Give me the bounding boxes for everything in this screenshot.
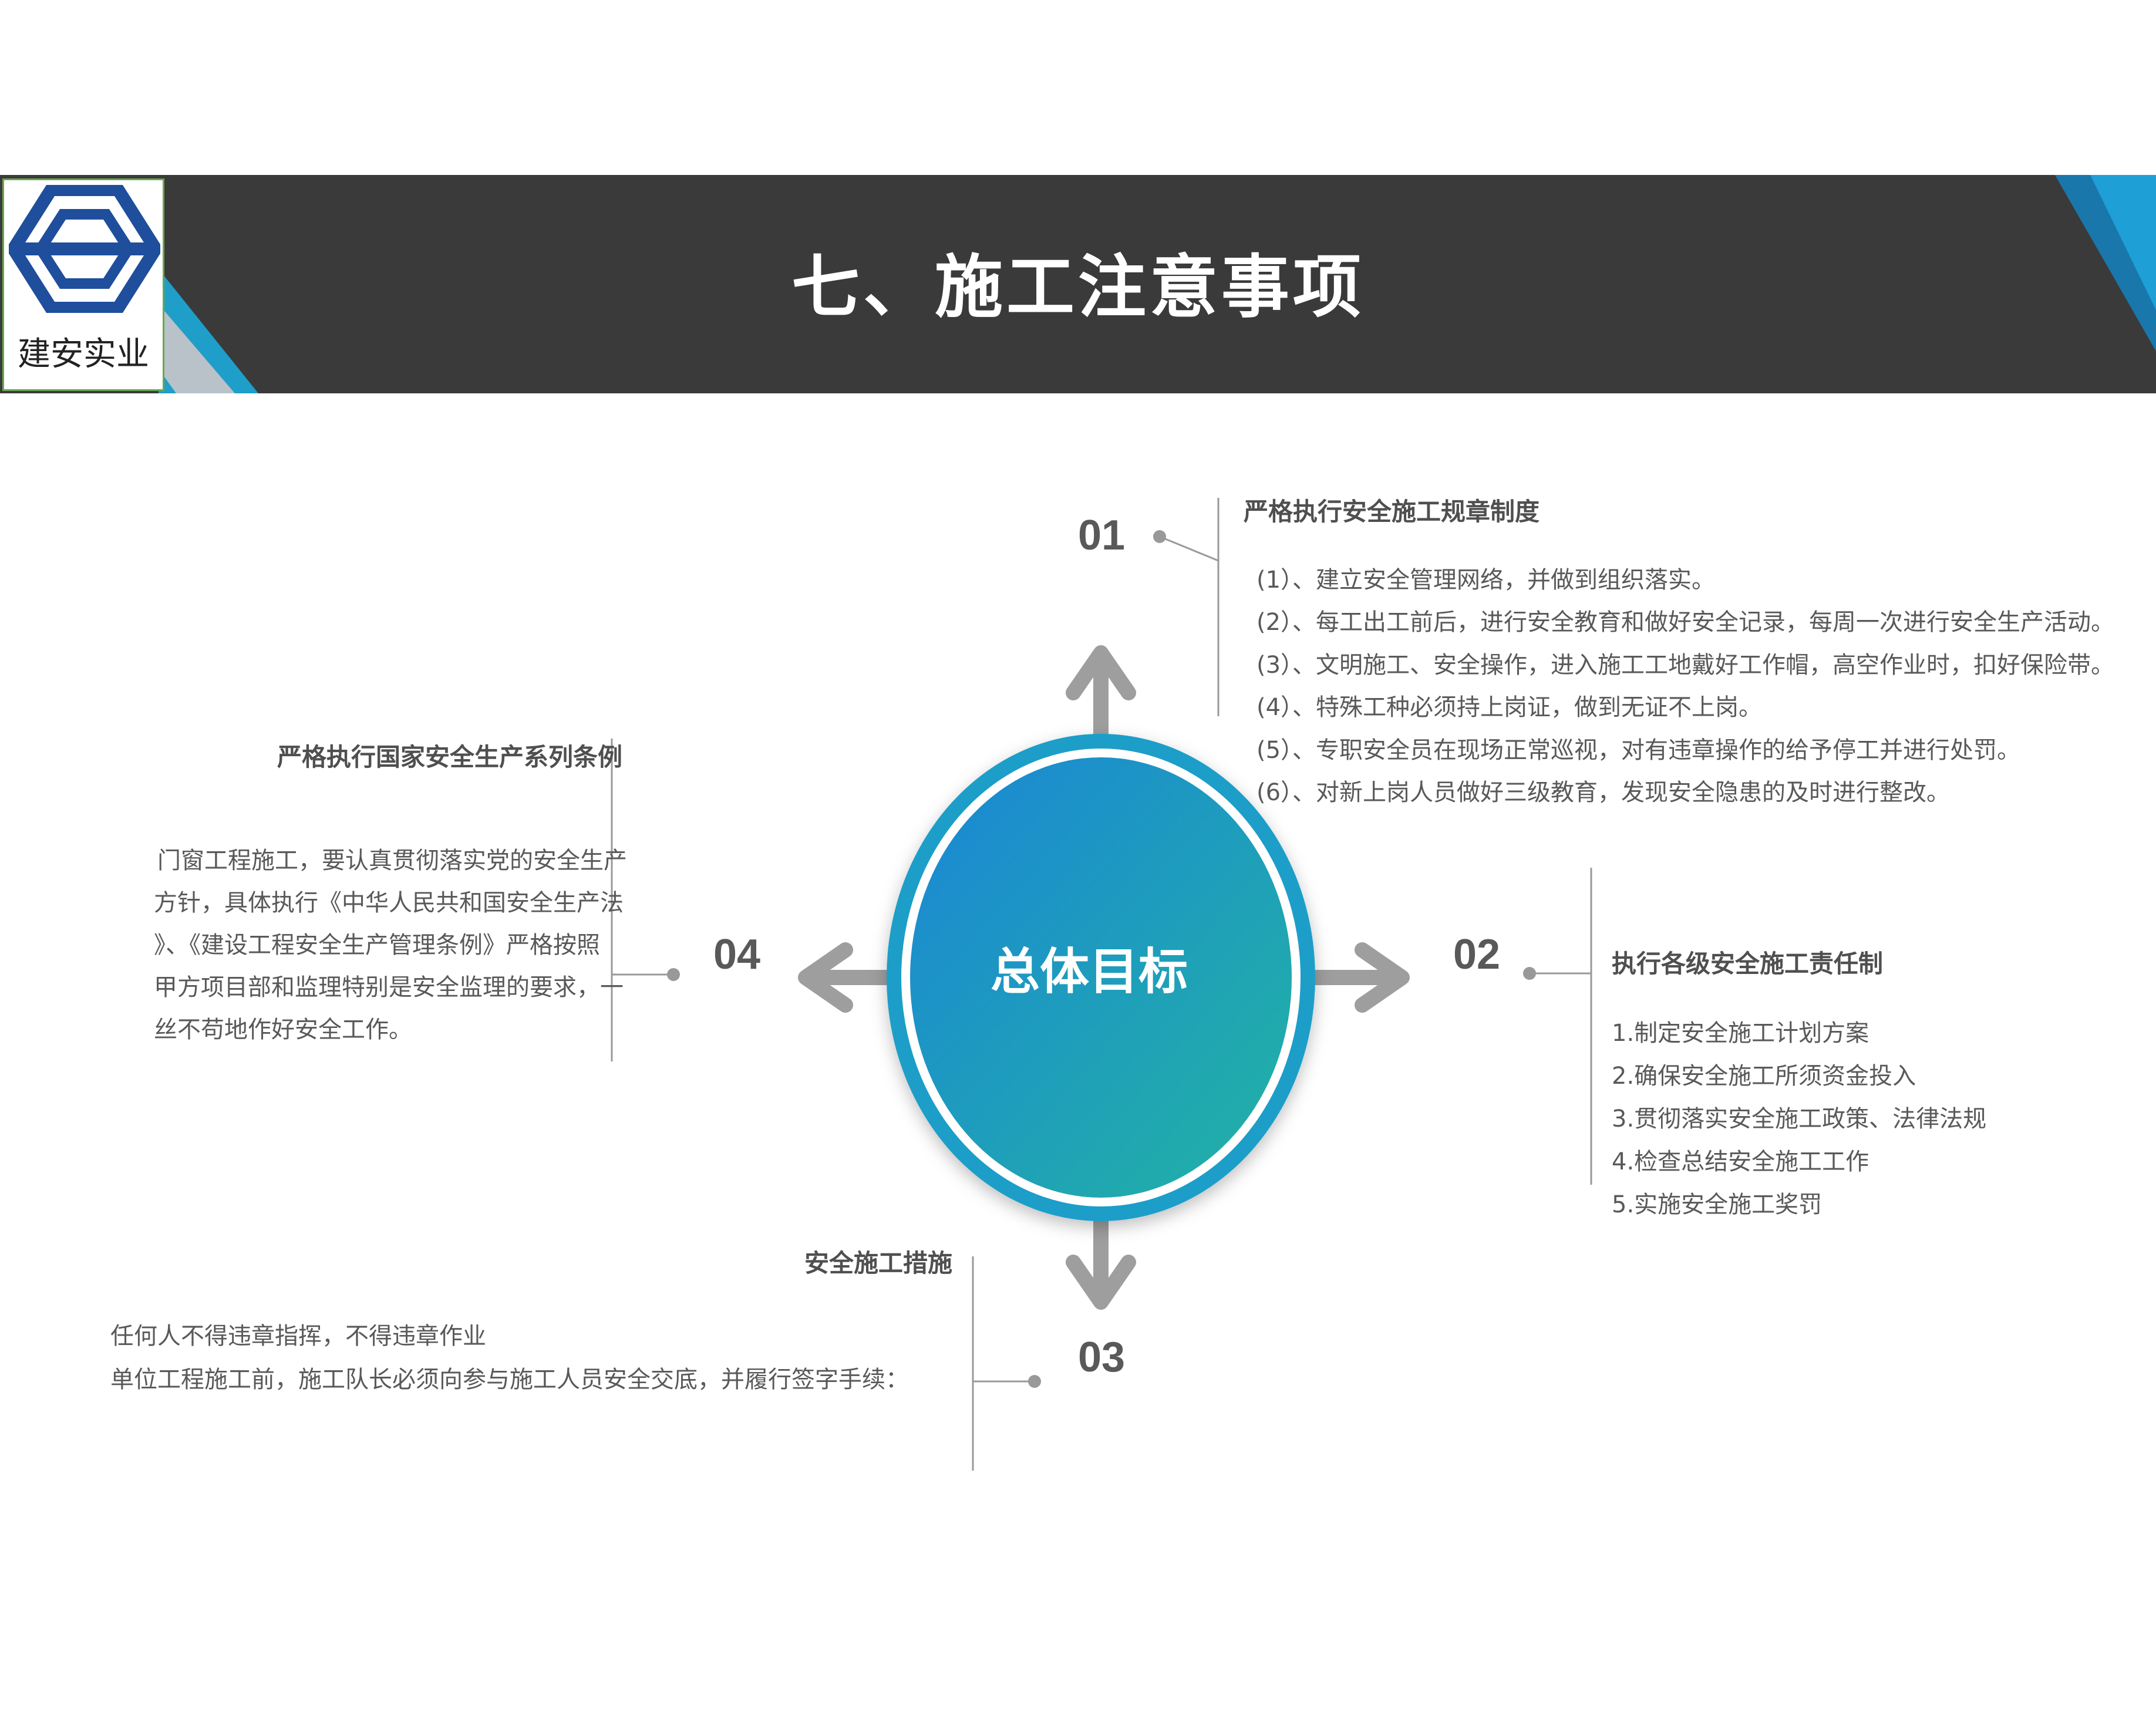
section-01-item-5: (5）、专职安全员在现场正常巡视，对有违章操作的给予停工并进行处罚。 — [1256, 737, 2021, 764]
section-01-item-2: (2）、每工出工前后，进行安全教育和做好安全记录，每周一次进行安全生产活动。 — [1256, 609, 2115, 636]
connector-dot-03 — [1028, 1375, 1041, 1388]
connector-dot-02 — [1523, 967, 1536, 980]
section-04-line-2: 方针，具体执行《中华人民共和国安全生产法 — [154, 889, 624, 916]
connector-04 — [611, 739, 673, 1061]
section-number-03: 03 — [1078, 1334, 1126, 1381]
connector-dot-01 — [1153, 530, 1166, 543]
header-accent-left-silver — [159, 304, 235, 393]
connector-01 — [1159, 498, 1220, 716]
connector-02 — [1530, 868, 1592, 1185]
header-accent-right-shade — [2055, 175, 2156, 351]
section-03-item-2: 单位工程施工前，施工队长必须向参与施工人员安全交底，并履行签字手续： — [110, 1366, 909, 1393]
logo-mark-icon — [9, 185, 160, 313]
section-title-01: 严格执行安全施工规章制度 — [1244, 497, 1540, 526]
logo-text: 建安实业 — [18, 335, 149, 373]
section-02-item-2: 2.确保安全施工所须资金投入 — [1612, 1063, 1916, 1090]
section-04-line-5: 丝不苟地作好安全工作。 — [154, 1016, 412, 1043]
goal-circle — [910, 757, 1292, 1198]
section-title-02: 执行各级安全施工责任制 — [1612, 949, 1884, 978]
section-number-02: 02 — [1453, 931, 1501, 978]
section-04-line-3: 》、《建设工程安全生产管理条例》严格按照 — [154, 932, 600, 959]
section-01-item-4: (4）、特殊工种必须持上岗证，做到无证不上岗。 — [1256, 694, 1763, 721]
connector-03 — [972, 1256, 1035, 1471]
section-title-03: 安全施工措施 — [804, 1249, 953, 1277]
section-02-item-5: 5.实施安全施工奖罚 — [1612, 1191, 1823, 1218]
section-02-item-4: 4.检查总结安全施工工作 — [1612, 1148, 1869, 1175]
section-01-item-1: (1）、建立安全管理网络，并做到组织落实。 — [1256, 567, 1716, 594]
section-01-item-6: (6）、对新上岗人员做好三级教育，发现安全隐患的及时进行整改。 — [1256, 779, 1950, 806]
section-number-04: 04 — [713, 931, 761, 978]
section-04-line-1: 门窗工程施工，要认真贯彻落实党的安全生产 — [157, 847, 627, 874]
section-02-item-1: 1.制定安全施工计划方案 — [1612, 1020, 1869, 1047]
goal-label: 总体目标 — [990, 943, 1188, 1000]
connector-dot-04 — [667, 968, 680, 981]
page-title: 七、施工注意事项 — [791, 248, 1365, 327]
section-03-item-1: 任何人不得违章指挥，不得违章作业 — [110, 1323, 486, 1350]
section-number-01: 01 — [1078, 512, 1126, 559]
section-title-04: 严格执行国家安全生产系列条例 — [277, 743, 623, 771]
section-02-item-3: 3.贯彻落实安全施工政策、法律法规 — [1612, 1105, 1987, 1132]
header-accent-shapes — [159, 175, 2156, 393]
section-04-line-4: 甲方项目部和监理特别是安全监理的要求，一 — [154, 974, 624, 1001]
company-logo: 建安实业 — [2, 178, 164, 391]
section-01-item-3: (3）、文明施工、安全操作，进入施工工地戴好工作帽，高空作业时，扣好保险带。 — [1256, 652, 2115, 679]
header-band — [0, 175, 2156, 393]
